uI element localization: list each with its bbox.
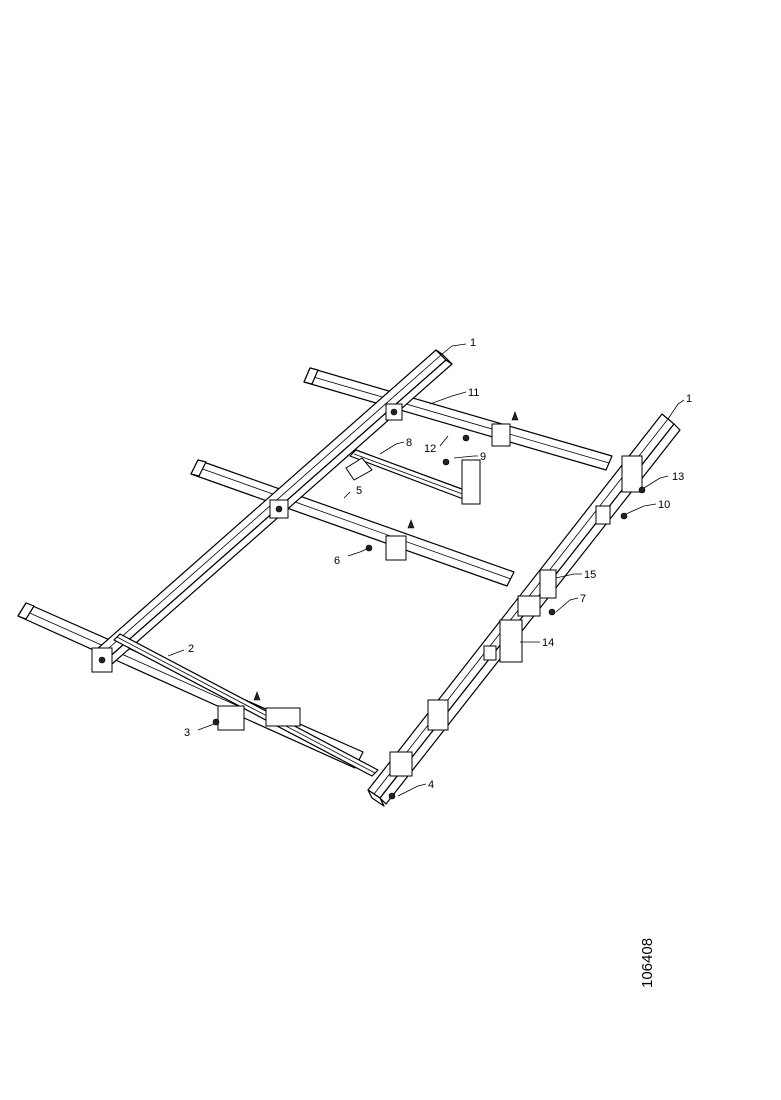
callout-1-right: 1: [686, 393, 692, 405]
callout-7: 7: [580, 593, 586, 605]
bracket-lower-left-junction: [91, 647, 113, 673]
bracket-14: [483, 619, 523, 663]
bracket-right-rail-upper: [595, 455, 643, 525]
callout-10: 10: [658, 499, 670, 511]
callout-3: 3: [184, 727, 190, 739]
callout-15: 15: [584, 569, 596, 581]
bracket-upper-right: [491, 411, 519, 447]
cross-beam-upper: [303, 367, 613, 471]
frame-inner-rail: [113, 633, 379, 777]
callout-14: 14: [542, 637, 554, 649]
leader-lines: [167, 343, 685, 797]
bracket-15: [517, 569, 557, 617]
inner-tie-member: [349, 449, 471, 501]
bracket-right-rail-lower: [389, 699, 449, 777]
bracket-lower-right: [217, 691, 301, 731]
callout-4: 4: [428, 779, 434, 791]
bracket-upper-left-junction: [385, 403, 403, 421]
figure-reference-number: 106408: [639, 938, 656, 988]
bracket-inner-8: [345, 457, 481, 505]
bracket-middle-right: [385, 519, 415, 561]
callout-8: 8: [406, 437, 412, 449]
callout-5: 5: [356, 485, 362, 497]
callout-13: 13: [672, 471, 684, 483]
callout-11: 11: [468, 387, 479, 399]
bracket-middle-left-junction: [269, 499, 289, 519]
callout-12: 12: [424, 443, 436, 455]
callout-2: 2: [188, 643, 194, 655]
callout-1-left: 1: [470, 337, 476, 349]
callout-6: 6: [334, 555, 340, 567]
fasteners: [212, 434, 646, 800]
callout-9: 9: [480, 451, 486, 463]
